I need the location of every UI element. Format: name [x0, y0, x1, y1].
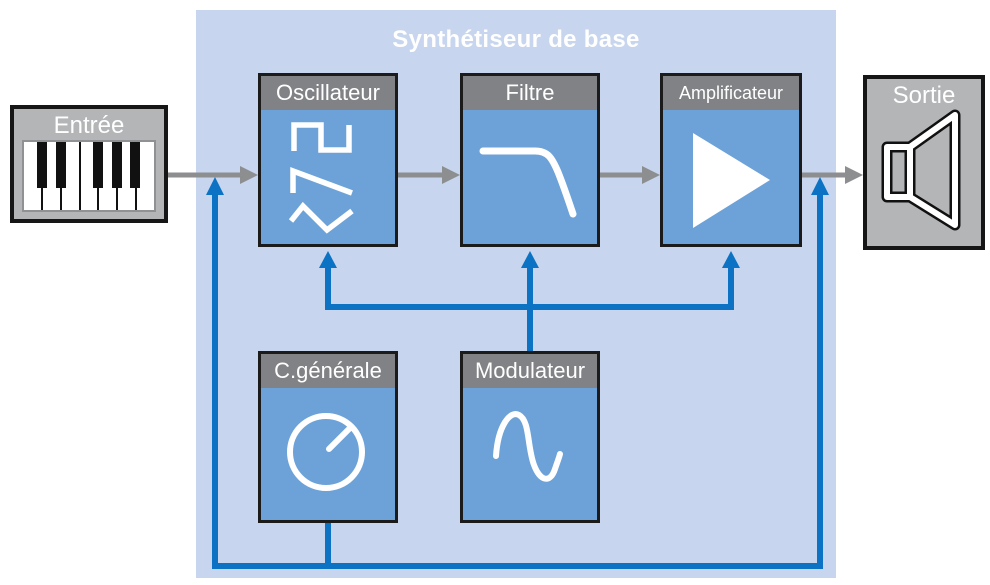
lowpass-curve-icon — [479, 147, 577, 218]
diagram-title: Synthétiseur de base — [392, 26, 640, 53]
input-box: Entrée — [10, 105, 168, 223]
control-arrowhead-amplifier — [722, 251, 740, 268]
modulator-label: Modulateur — [474, 358, 586, 383]
control-arrowhead-oscillator — [319, 251, 337, 268]
amplifier-label: Amplificateur — [678, 82, 784, 103]
oscillator-label: Oscillateur — [276, 80, 380, 105]
modulator-header: Modulateur — [463, 354, 597, 388]
black-key — [37, 142, 47, 188]
oscillator-header: Oscillateur — [261, 76, 395, 110]
signal-arrow-filter-to-amplifier — [600, 166, 660, 184]
filter-module: Filtre — [460, 73, 600, 247]
control-feedback-loop — [206, 177, 829, 569]
amplifier-module: Amplificateur — [660, 73, 802, 247]
signal-arrow-amplifier-to-output — [802, 166, 863, 184]
amplifier-header: Amplificateur — [663, 76, 799, 110]
control-arrowhead-output — [811, 177, 829, 195]
modulator-module: Modulateur — [460, 351, 600, 523]
output-label: Sortie — [892, 82, 956, 109]
filter-label: Filtre — [505, 80, 555, 105]
black-key — [130, 142, 140, 188]
master-control-header: C.générale — [261, 354, 395, 388]
control-arrowhead-filter — [521, 251, 539, 268]
signal-arrow-oscillator-to-filter — [398, 166, 460, 184]
filter-header: Filtre — [463, 76, 597, 110]
oscillator-module: Oscillateur — [258, 73, 398, 247]
play-triangle-icon — [693, 133, 770, 228]
black-key — [56, 142, 66, 188]
output-box: Sortie — [863, 75, 985, 250]
speaker-icon — [881, 109, 961, 231]
sine-wave-icon — [493, 411, 563, 482]
waveforms-icon — [288, 122, 354, 234]
piano-keyboard-icon — [22, 140, 156, 212]
master-control-label: C.générale — [274, 358, 382, 383]
signal-arrow-input-to-oscillator — [168, 166, 258, 184]
input-label: Entrée — [53, 112, 125, 139]
knob-icon — [287, 413, 365, 491]
white-key — [62, 142, 81, 210]
black-key — [93, 142, 103, 188]
control-modulation-bus — [319, 251, 740, 351]
master-control-module: C.générale — [258, 351, 398, 523]
control-arrowhead-input — [206, 177, 224, 195]
black-key — [112, 142, 122, 188]
